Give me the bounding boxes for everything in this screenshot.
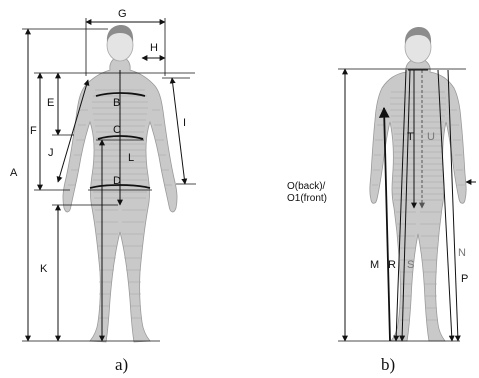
label-m: M (370, 259, 379, 271)
label-t: T (407, 131, 414, 143)
measure-i-line (172, 78, 185, 184)
label-c: C (113, 124, 121, 136)
label-o-line2: O1(front) (287, 193, 327, 204)
label-a: A (10, 167, 18, 179)
label-k: K (40, 263, 48, 275)
label-e: E (47, 97, 54, 109)
caption-a: a) (115, 355, 128, 374)
label-o-line1: O(back)/ (287, 181, 326, 192)
label-u: U (427, 131, 435, 143)
label-l: L (128, 152, 134, 164)
panel-a: G H A E F J B C L D I K a) (10, 8, 196, 374)
label-j: J (48, 147, 54, 159)
label-s: S (407, 259, 414, 271)
label-p: P (461, 273, 468, 285)
label-f: F (30, 125, 37, 137)
label-d: D (113, 175, 121, 187)
panel-b: O(back)/ O1(front) T U M R S N P b) (287, 27, 476, 374)
label-n: N (458, 247, 466, 259)
measure-m-line (384, 108, 390, 341)
label-g: G (118, 8, 127, 20)
label-r: R (388, 259, 396, 271)
label-b: B (113, 97, 120, 109)
caption-b: b) (381, 355, 395, 374)
label-i: I (183, 117, 186, 129)
label-h: H (150, 42, 158, 54)
